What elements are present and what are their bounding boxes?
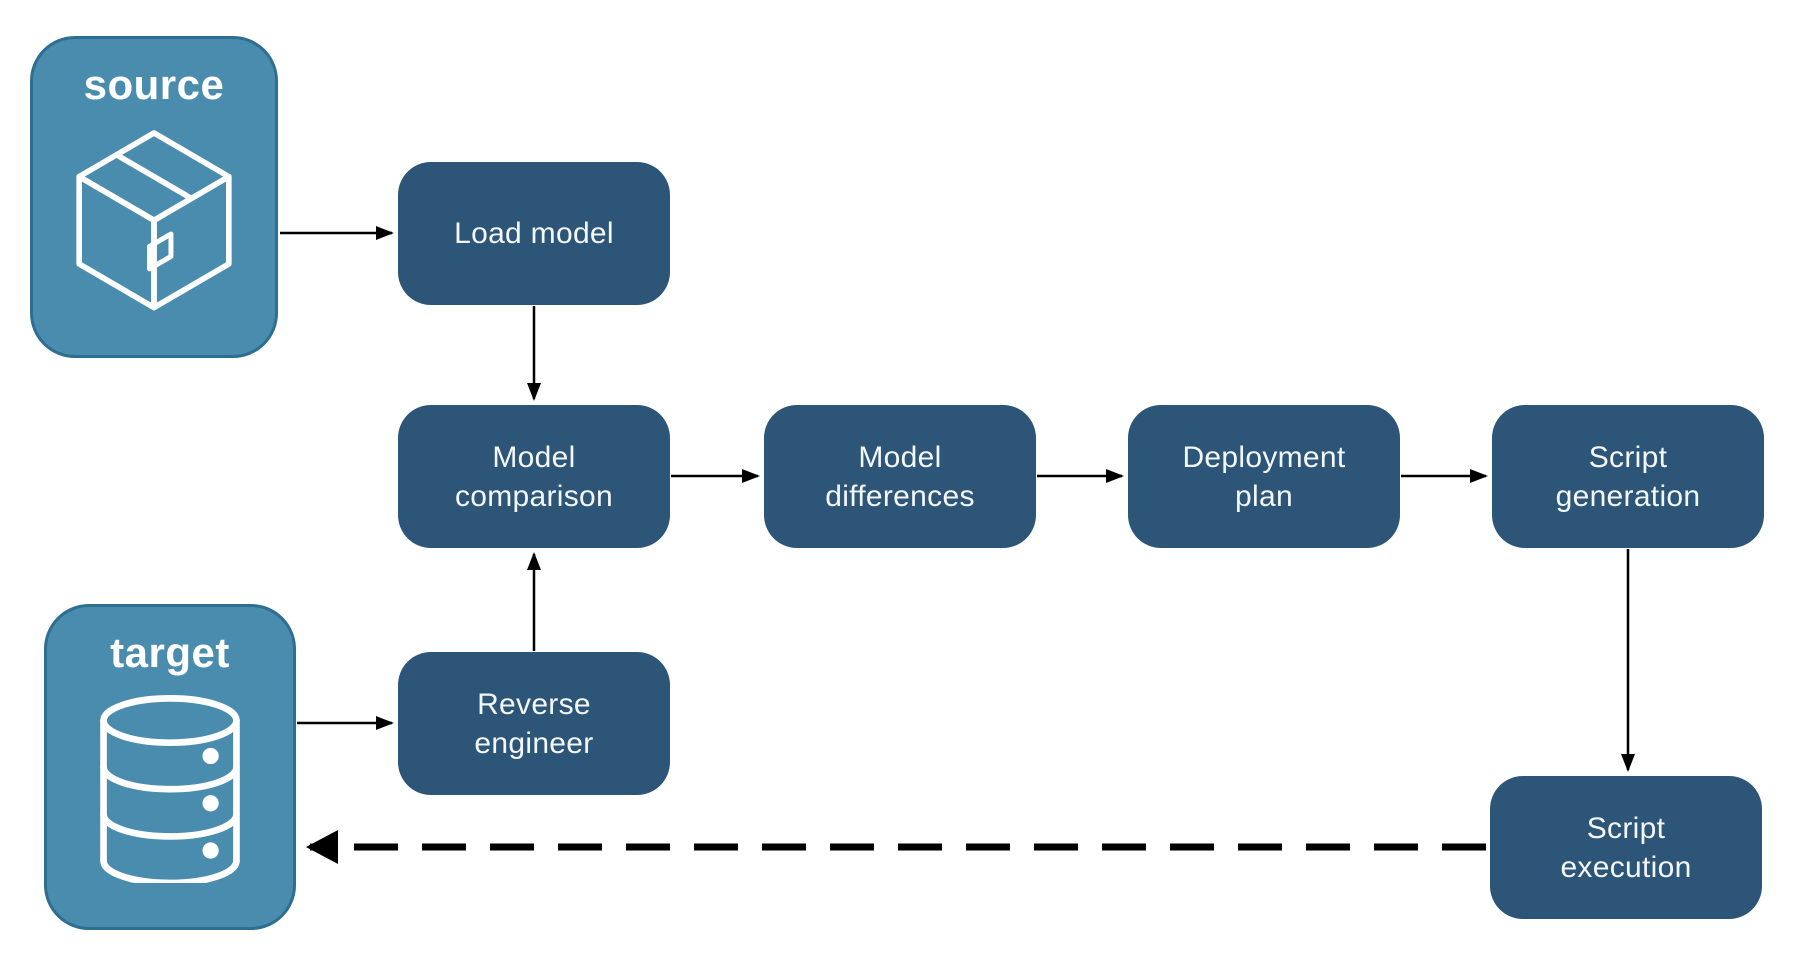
node-script-generation-label: Script generation	[1555, 440, 1701, 513]
node-model-comparison: Model comparison	[398, 405, 670, 548]
node-load-model: Load model	[398, 162, 670, 305]
node-deployment-plan-label: Deployment plan	[1182, 440, 1346, 513]
node-model-differences: Model differences	[764, 405, 1036, 548]
node-reverse-engineer-label: Reverse engineer	[474, 687, 594, 760]
node-model-comparison-label: Model comparison	[454, 440, 614, 513]
node-script-execution: Script execution	[1490, 776, 1762, 919]
node-script-generation: Script generation	[1492, 405, 1764, 548]
node-deployment-plan: Deployment plan	[1128, 405, 1400, 548]
target-label: target	[110, 629, 230, 676]
target-endpoint: target	[44, 604, 296, 930]
node-load-model-label: Load model	[454, 217, 614, 250]
node-script-execution-label: Script execution	[1560, 811, 1692, 884]
package-icon	[76, 130, 232, 311]
node-reverse-engineer: Reverse engineer	[398, 652, 670, 795]
source-endpoint: source	[30, 36, 278, 358]
source-label: source	[83, 61, 225, 108]
node-model-differences-label: Model differences	[825, 440, 975, 513]
database-icon	[100, 695, 240, 883]
